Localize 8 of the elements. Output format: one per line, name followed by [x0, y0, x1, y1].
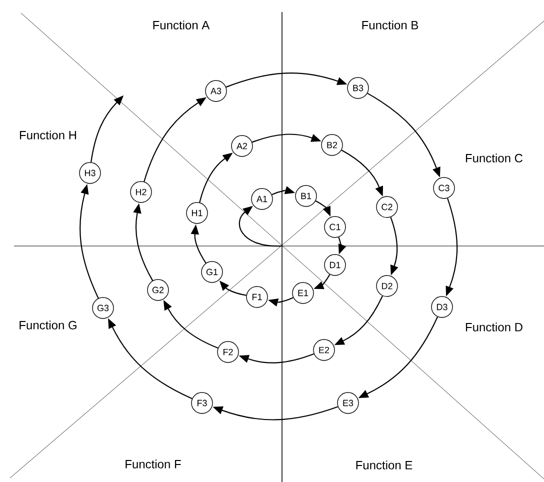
sector-label: Function E — [356, 460, 412, 470]
sector-label: Function D — [466, 322, 522, 332]
sector-label: Function F — [126, 460, 181, 468]
sector-label: Function C — [466, 154, 523, 162]
sector-label: Function A — [153, 20, 210, 30]
sector-label: Function G — [20, 320, 76, 330]
sector-label: Function H — [20, 130, 76, 140]
sector-label: Function B — [362, 20, 418, 30]
